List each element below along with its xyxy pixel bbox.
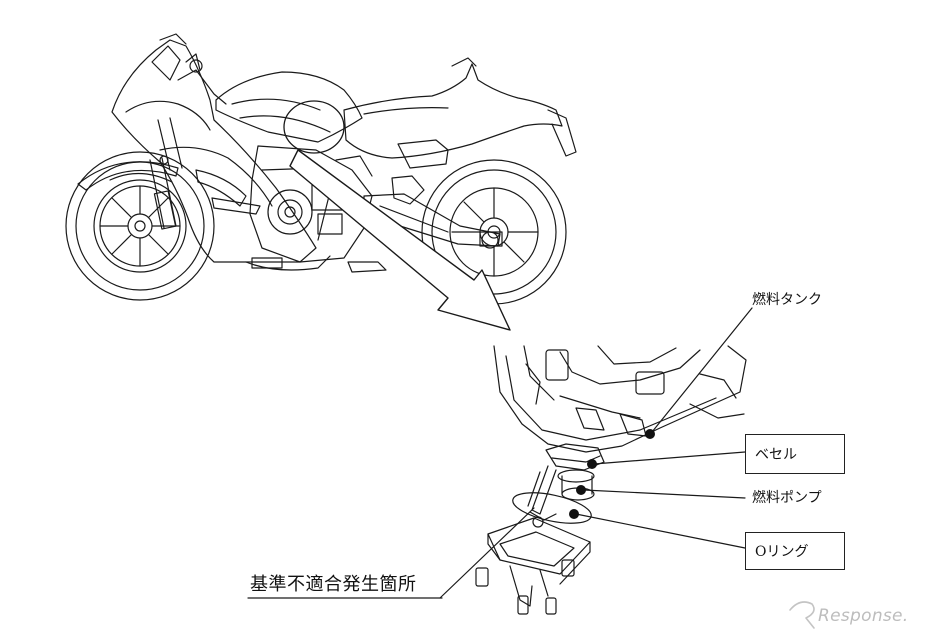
label-fuel-tank: 燃料タンク xyxy=(752,292,822,308)
dot-o-ring xyxy=(569,509,579,519)
leader-lines xyxy=(247,307,753,599)
tank-highlight-circle xyxy=(283,100,345,154)
label-bezel-box: ベセル xyxy=(745,434,845,474)
dot-bezel xyxy=(587,459,597,469)
label-defect-location: 基準不適合発生箇所 xyxy=(250,574,417,595)
label-fuel-pump: 燃料ポンプ xyxy=(752,490,822,506)
front-fairing xyxy=(111,39,317,263)
dot-fuel-pump xyxy=(576,485,586,495)
watermark-swoosh xyxy=(789,601,815,629)
label-o-ring: Oリング xyxy=(755,544,809,560)
front-fork xyxy=(149,117,183,229)
watermark-text: Response. xyxy=(818,606,909,626)
fuel-tank-outline xyxy=(215,71,363,143)
dot-fuel-tank xyxy=(645,429,655,439)
front-wheel xyxy=(65,151,215,301)
label-bezel: ベセル xyxy=(755,447,797,463)
fuel-pump-detail xyxy=(475,345,747,615)
engine-frame xyxy=(249,145,373,263)
callout-arrow xyxy=(289,149,511,331)
label-o-ring-box: Oリング xyxy=(745,532,845,570)
seat-tail xyxy=(343,63,563,159)
